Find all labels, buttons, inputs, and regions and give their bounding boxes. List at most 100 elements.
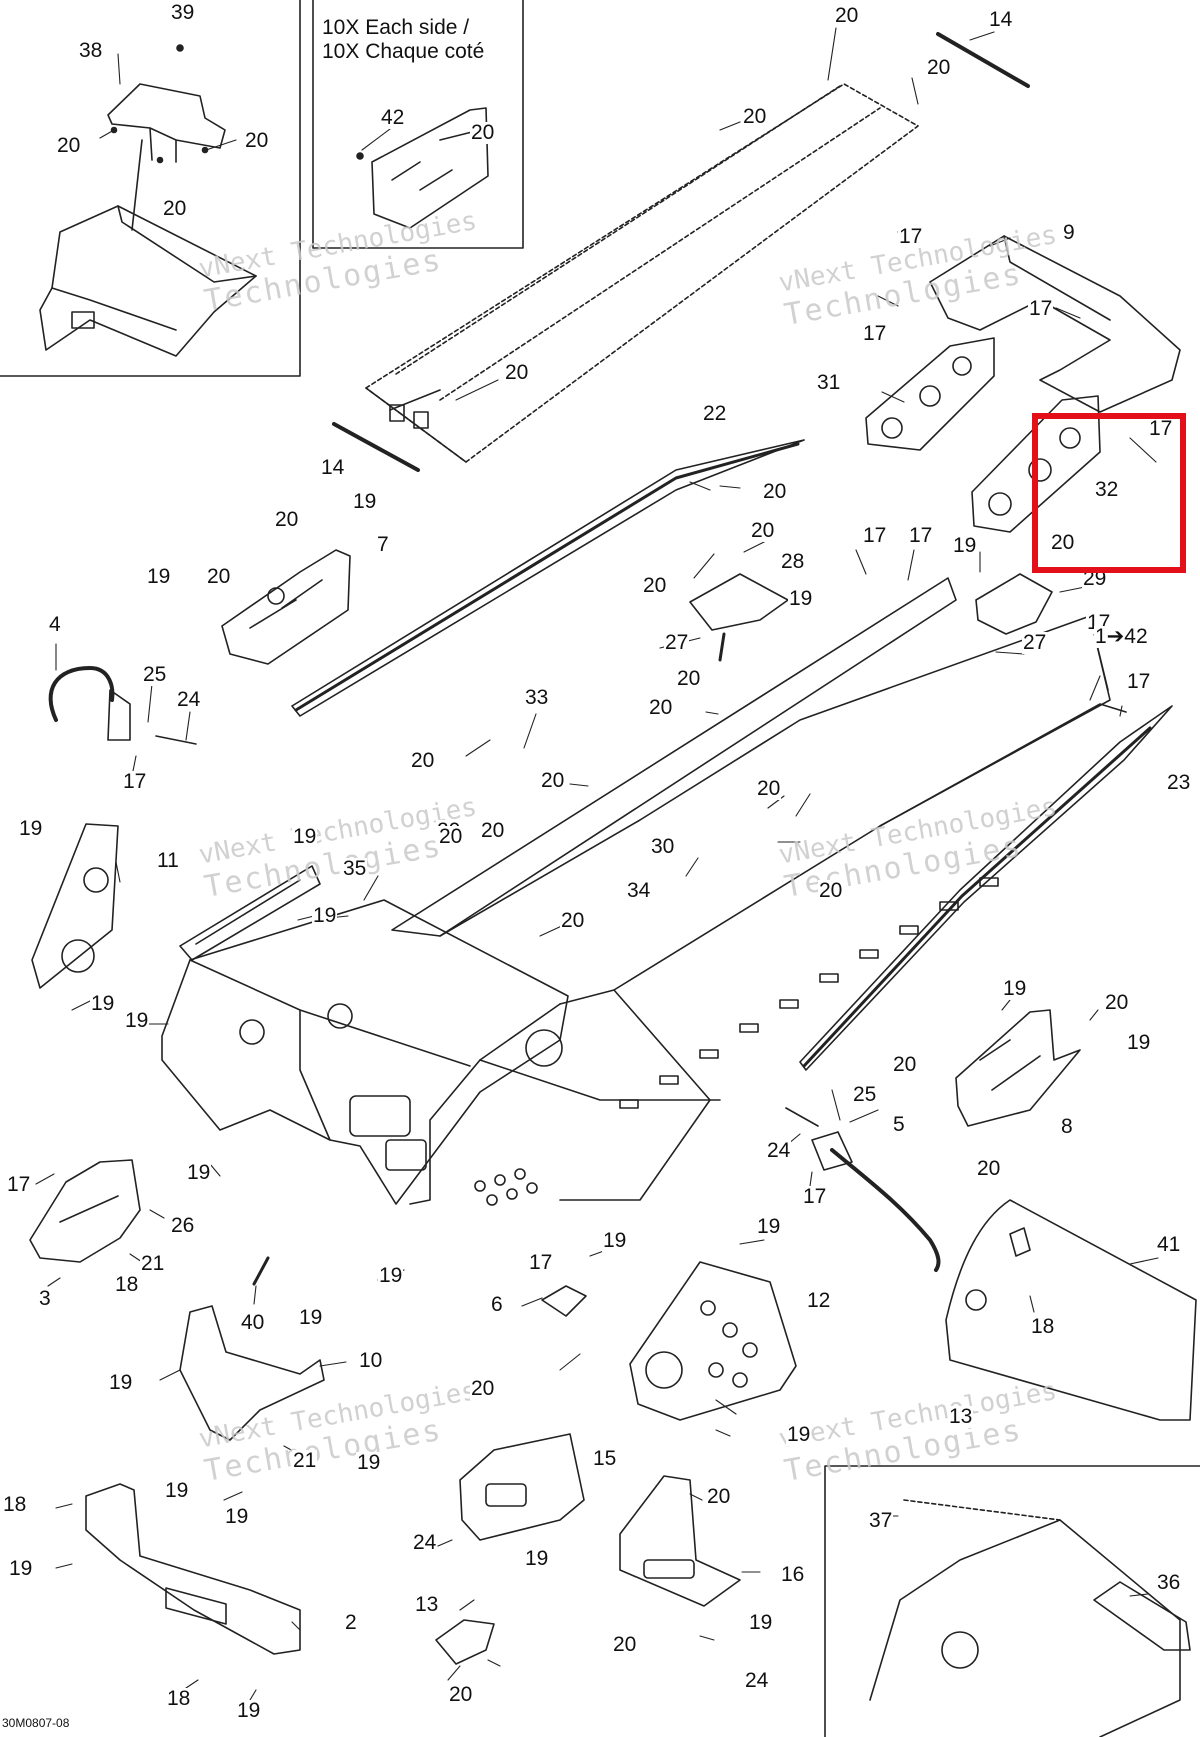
callout-20: 20: [410, 749, 436, 772]
callout-16: 16: [780, 1563, 806, 1586]
callout-34: 34: [626, 879, 652, 902]
callout-20: 20: [818, 879, 844, 902]
callout-20: 20: [1050, 531, 1076, 554]
callout-33: 33: [524, 686, 550, 709]
callout-17: 17: [1148, 417, 1174, 440]
callout-19: 19: [788, 587, 814, 610]
callout-41: 41: [1156, 1233, 1182, 1256]
part-16-bracket: [619, 1475, 741, 1607]
part-1-tunnel: [391, 577, 1127, 1205]
part-4-handle: [48, 666, 197, 745]
callout-23: 23: [1166, 771, 1192, 794]
callout-31: 31: [816, 371, 842, 394]
callout-19: 19: [952, 534, 978, 557]
front-nose-section: [161, 899, 569, 1206]
callout-32: 32: [1094, 478, 1120, 501]
callout-17: 17: [862, 524, 888, 547]
callout-8: 8: [1060, 1115, 1074, 1138]
callout-20: 20: [676, 667, 702, 690]
callout-2: 2: [344, 1611, 358, 1634]
inset-note-line-2: 10X Chaque coté: [322, 40, 485, 63]
callout-20: 20: [742, 105, 768, 128]
footrest-slots: [619, 877, 999, 1109]
callout-20: 20: [750, 519, 776, 542]
callout-19: 19: [164, 1479, 190, 1502]
callout-20: 20: [762, 480, 788, 503]
part-32-plate: [971, 395, 1101, 533]
callout-19: 19: [748, 1611, 774, 1634]
inset-frame-top-left: [0, 0, 301, 377]
callout-20: 20: [438, 825, 464, 848]
callout-20: 20: [56, 134, 82, 157]
part-41-panel: [945, 1199, 1197, 1421]
callout-20: 20: [976, 1157, 1002, 1180]
callout-19: 19: [146, 565, 172, 588]
callout-19: 19: [524, 1547, 550, 1570]
callout-20: 20: [756, 777, 782, 800]
callout-22: 22: [702, 402, 728, 425]
callout-25: 25: [852, 1083, 878, 1106]
part-36-handle: [1093, 1581, 1191, 1651]
callout-17: 17: [802, 1185, 828, 1208]
highlight-box: [1032, 413, 1186, 573]
callout-19: 19: [378, 1264, 404, 1287]
part-35-plate: [179, 865, 321, 961]
callout-20: 20: [504, 361, 530, 384]
callout-20: 20: [560, 909, 586, 932]
part-22-rail: [291, 439, 805, 717]
callout-35: 35: [342, 857, 368, 880]
part-5-handle: [785, 1107, 941, 1272]
callout-19: 19: [224, 1505, 250, 1528]
callout-21: 21: [292, 1449, 318, 1472]
callout-20: 20: [1104, 991, 1130, 1014]
callout-19: 19: [186, 1161, 212, 1184]
inset-note: 10X Each side / 10X Chaque coté: [322, 16, 484, 64]
part-10-bracket: [179, 1305, 325, 1441]
callout-14: 14: [320, 456, 346, 479]
inset-frame-bottom-right: [824, 1465, 1200, 1737]
callout-38: 38: [78, 39, 104, 62]
callout-19: 19: [8, 1557, 34, 1580]
callout-20: 20: [470, 121, 496, 144]
callout-20: 20: [470, 1377, 496, 1400]
part-40-clip: [252, 1256, 270, 1286]
callout-24: 24: [412, 1531, 438, 1554]
inset-tunnel-detail: [869, 1499, 1181, 1737]
callout-19: 19: [756, 1215, 782, 1238]
part-29-block: [975, 573, 1053, 635]
callout-18: 18: [166, 1687, 192, 1710]
callout-28: 28: [780, 550, 806, 573]
tunnel-top-panel: [365, 83, 919, 463]
callout-42: 42: [380, 106, 406, 129]
callout-20: 20: [892, 1053, 918, 1076]
part-8-bracket: [955, 1009, 1081, 1127]
callout-4: 4: [48, 613, 62, 636]
callout-20: 20: [612, 1633, 638, 1656]
part-15-bracket: [459, 1433, 585, 1541]
part-7-bracket: [221, 549, 351, 665]
part-42-plate: [356, 107, 489, 229]
callout-14: 14: [988, 8, 1014, 31]
callout-39: 39: [170, 1, 196, 24]
drawing-code: 30M0807-08: [2, 1716, 70, 1730]
callout-29: 29: [1082, 567, 1108, 590]
callout-27: 27: [664, 631, 690, 654]
callout-20: 20: [642, 574, 668, 597]
part-12-plate: [629, 1261, 797, 1421]
callout-18: 18: [114, 1273, 140, 1296]
callout-17: 17: [528, 1251, 554, 1274]
callout-15: 15: [592, 1447, 618, 1470]
callout-20: 20: [834, 4, 860, 27]
callout-20: 20: [648, 696, 674, 719]
callout-20: 20: [926, 56, 952, 79]
callout-20: 20: [244, 129, 270, 152]
callout-19: 19: [18, 817, 44, 840]
callout-20: 20: [540, 769, 566, 792]
callout-20: 20: [206, 565, 232, 588]
callout-19: 19: [124, 1009, 150, 1032]
part-23-rail: [799, 705, 1173, 1071]
callout-17: 17: [862, 322, 888, 345]
callout-30: 30: [650, 835, 676, 858]
callout-17: 17: [1126, 670, 1152, 693]
callout-37: 37: [868, 1509, 894, 1532]
